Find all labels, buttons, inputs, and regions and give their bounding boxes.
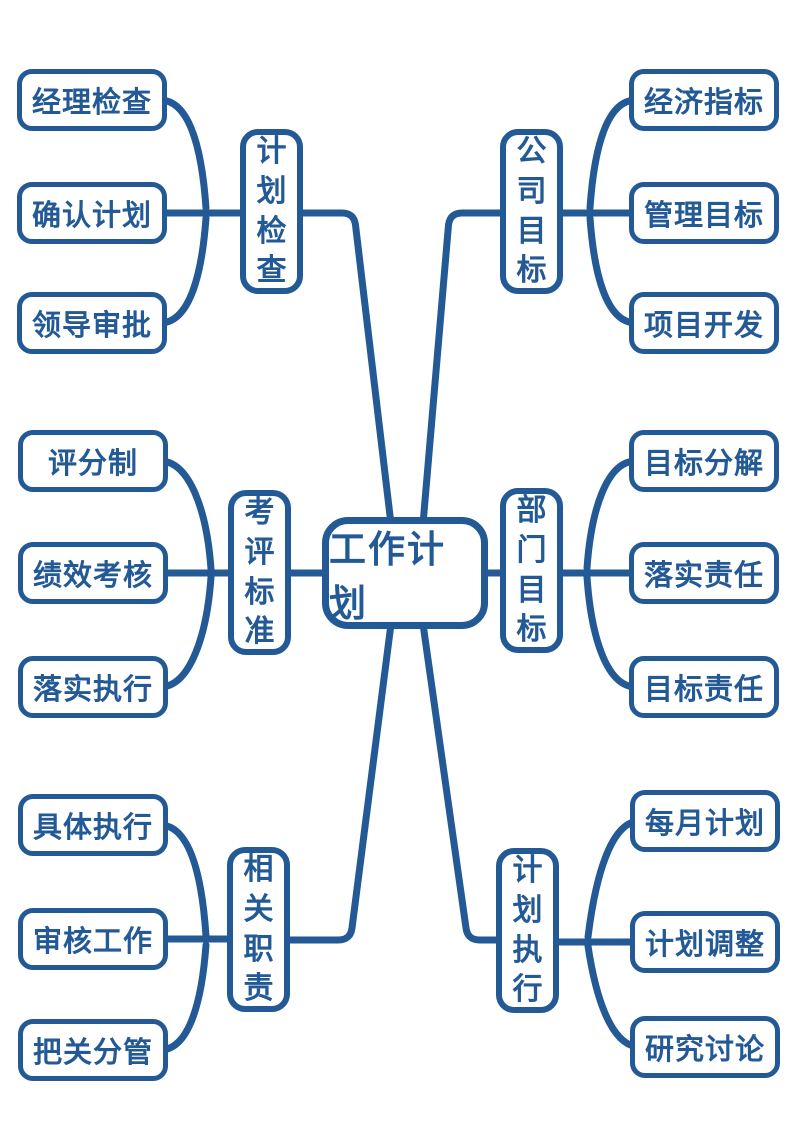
branch-label: 计划检查 <box>256 135 287 288</box>
child-label: 目标分解 <box>643 448 764 480</box>
main-connectors <box>280 209 512 944</box>
child-label: 经理检查 <box>31 87 152 119</box>
child-label: 评分制 <box>47 448 138 480</box>
child-label: 确认计划 <box>31 200 152 232</box>
child-node-project-development[interactable]: 项目开发 <box>629 292 779 354</box>
branch-node-evaluation-standards[interactable]: 考评标准 <box>228 490 291 655</box>
child-label: 目标责任 <box>643 674 764 706</box>
child-label: 把关分管 <box>32 1037 153 1069</box>
child-node-specific-execution[interactable]: 具体执行 <box>18 794 168 856</box>
branch-label: 公司目标 <box>516 135 547 288</box>
branch-label: 部门目标 <box>516 494 547 647</box>
child-label: 落实责任 <box>643 560 764 592</box>
connector-center-related-duties <box>280 620 395 944</box>
child-node-management-goals[interactable]: 管理目标 <box>629 182 779 244</box>
child-connectors-evaluation-standards <box>156 457 242 691</box>
central-node-work-plan[interactable]: 工作计划 <box>322 517 488 629</box>
child-label: 管理目标 <box>643 200 764 232</box>
child-node-goal-responsibility[interactable]: 目标责任 <box>629 656 779 718</box>
child-label: 落实执行 <box>32 674 153 706</box>
connector-center-company-goals <box>419 209 510 528</box>
child-node-manager-inspection[interactable]: 经理检查 <box>17 69 167 131</box>
child-label: 研究讨论 <box>644 1034 765 1066</box>
child-node-research-discussion[interactable]: 研究讨论 <box>630 1016 780 1078</box>
branch-node-plan-execution[interactable]: 计划执行 <box>496 848 559 1013</box>
branch-node-related-duties[interactable]: 相关职责 <box>227 847 290 1012</box>
branch-node-department-goals[interactable]: 部门目标 <box>500 488 563 653</box>
child-label: 具体执行 <box>32 812 153 844</box>
connector-center-plan-execution <box>419 620 506 944</box>
central-node-label: 工作计划 <box>329 529 446 624</box>
child-node-plan-adjustment[interactable]: 计划调整 <box>630 911 780 973</box>
child-connectors-plan-check <box>156 96 254 327</box>
child-label: 绩效考核 <box>32 560 153 592</box>
child-label: 经济指标 <box>643 87 764 119</box>
child-node-confirm-plan[interactable]: 确认计划 <box>17 182 167 244</box>
child-node-review-work[interactable]: 审核工作 <box>18 908 168 970</box>
child-node-economic-indicators[interactable]: 经济指标 <box>629 69 779 131</box>
child-node-implementation-execution[interactable]: 落实执行 <box>18 656 168 718</box>
branch-node-company-goals[interactable]: 公司目标 <box>500 129 563 294</box>
child-node-goal-decomposition[interactable]: 目标分解 <box>629 430 779 492</box>
child-connectors-related-duties <box>156 821 241 1054</box>
child-node-scoring-system[interactable]: 评分制 <box>18 430 168 492</box>
child-node-gatekeeping-supervision[interactable]: 把关分管 <box>18 1019 168 1081</box>
branch-label: 考评标准 <box>244 496 275 649</box>
child-label: 审核工作 <box>32 926 153 958</box>
child-label: 每月计划 <box>644 808 765 840</box>
child-node-implement-responsibility[interactable]: 落实责任 <box>629 542 779 604</box>
connector-center-plan-check <box>292 209 395 528</box>
child-label: 计划调整 <box>644 929 765 961</box>
child-node-monthly-plan[interactable]: 每月计划 <box>630 790 780 852</box>
child-label: 项目开发 <box>643 310 764 342</box>
branch-node-plan-check[interactable]: 计划检查 <box>240 129 303 294</box>
branch-label: 相关职责 <box>243 853 274 1006</box>
child-label: 领导审批 <box>31 310 152 342</box>
branch-label: 计划执行 <box>512 854 543 1007</box>
child-node-leader-approval[interactable]: 领导审批 <box>17 292 167 354</box>
child-node-performance-appraisal[interactable]: 绩效考核 <box>18 542 168 604</box>
